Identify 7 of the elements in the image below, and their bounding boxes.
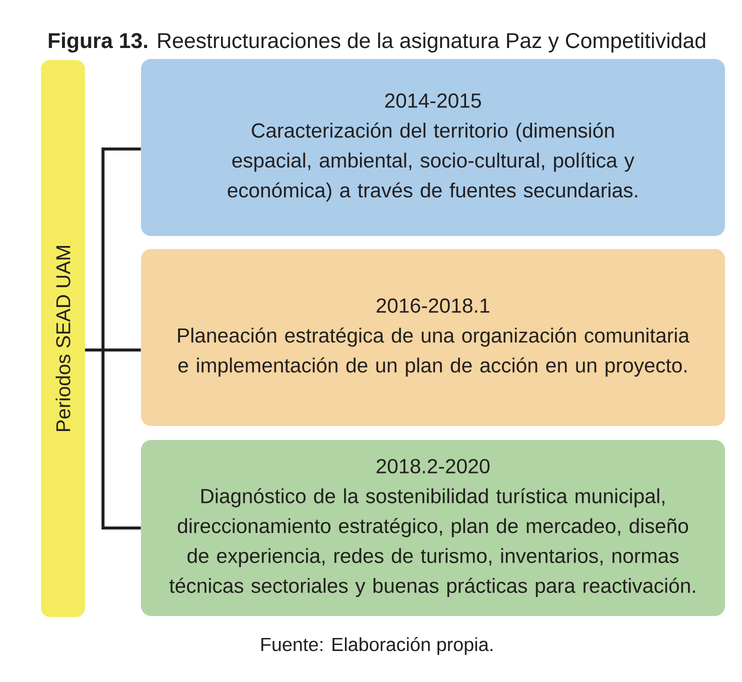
source-caption: Fuente: Elaboración propia. [261,637,492,655]
period-box: 2018.2-2020 Diagnóstico de la sostenibilidad turística municipal, direccionamiento estratégico, plan de mercadeo, diseño de experiencia, redes de turismo, inventarios, normas técnicas sectoriales y buenas prácticas para reactivación. [141,440,725,616]
connector-line [85,348,141,530]
period-box: 2014-2015 Caracterización del territorio (dimensión espacial, ambiental, socio-cultural, política y económica) a través de fuentes secundarias. [141,59,725,236]
period-bar: Periodos SEAD UAM [41,60,85,617]
period-box: 2016-2018.1 Planeación estratégica de una organización comunitaria e implementación de un plan de acción en un proyecto. [141,249,725,426]
figure-title: Figura 13. Reestructuraciones de la asignatura Paz y Competitividad [48,32,706,53]
